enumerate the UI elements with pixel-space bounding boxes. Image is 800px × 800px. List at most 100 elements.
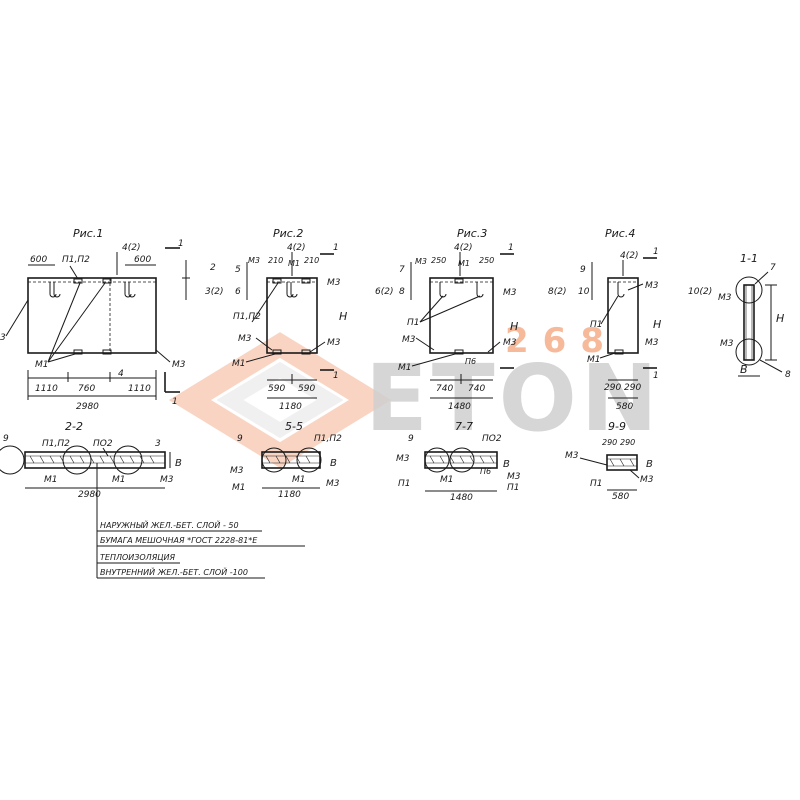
fig2-sec-5: 5 [235,265,241,275]
section-7-7-label-9: 9 [408,434,414,444]
fig3-callout-m3-top: М3 [415,257,427,266]
figure-3-title: Рис.3 [457,227,487,240]
section-5-5-label-m3-left: М3 [230,466,244,476]
fig4-sec-10-2: 10(2) [688,287,712,297]
fig3-callout-m3-left: М3 [402,335,416,345]
section-7-7-label-m3-right: М3 [507,472,521,482]
fig4-dim-580: 580 [616,402,633,412]
fig3-dim-740-left: 740 [436,384,453,394]
section-1-1-callout-b: В [740,363,748,376]
fig2-callout-m1-top: М1 [288,259,300,268]
section-2-2: 2-2 9 П1,П2 ПО2 3 В М1 М1 М3 2980 [0,420,182,500]
section-1-1-callout-8: 8 [785,370,791,380]
fig4-sec-9: 9 [580,265,586,275]
fig4-callout-m3-top: М3 [645,281,659,291]
fig1-sec-1-bottom: 1 [172,397,178,407]
section-2-2-label-9: 9 [3,434,9,444]
legend-inner-concrete-layer: ВНУТРЕННИЙ ЖЕЛ.-БЕТ. СЛОЙ -100 [100,566,248,577]
section-2-2-label-m3: М3 [160,475,174,485]
fig2-dim-590-right: 590 [298,384,315,394]
panel-3-outline [429,277,494,354]
fig2-dim-210-left: 210 [268,256,283,265]
section-9-9-dim-580: 580 [612,492,629,502]
fig1-callout-m3: М3 [172,360,186,370]
fig3-sec-8: 8 [399,287,405,297]
fig4-callout-m1: М1 [587,355,601,365]
fig3-dim-250-left: 250 [431,256,446,265]
section-9-9: 9-9 290 290 М3 П1 В М3 580 [565,420,654,502]
watermark-logo: 268 ETON [168,321,658,468]
section-9-9-title: 9-9 [608,420,626,433]
fig2-sec-h: Н [339,310,347,323]
section-1-1-callout-m3-top: М3 [718,293,732,303]
fig4-sec-h: Н [653,318,661,331]
fig2-sec-6: 6 [235,287,241,297]
fig2-callout-m3-right: М3 [327,278,341,288]
fig1-dim-760: 760 [78,384,95,394]
fig2-callout-m3-top: М3 [248,256,260,265]
fig3-callout-m3-right: М3 [503,288,517,298]
section-7-7-label-p6: П6 [480,467,491,476]
section-1-1-callout-7: 7 [770,263,776,273]
section-7-7-label-p1-right: П1 [507,483,520,493]
fig1-dim-600-right: 600 [134,255,151,265]
fig2-dim-210-right: 210 [304,256,319,265]
panel-2-outline [266,277,318,354]
figure-3: Рис.3 4(2) 1 М3 250 М1 250 7 8 8(2) М3 Н… [398,227,566,412]
section-5-5-label-9: 9 [237,434,243,444]
fig1-dim-600-left: 600 [30,255,47,265]
section-7-7-label-b: В [503,459,510,470]
section-7-7-label-po2: ПО2 [482,434,502,444]
fig2-callout-m1: М1 [232,359,246,369]
section-2-2-label-p1p2: П1,П2 [42,439,70,449]
fig4-callout-m3-bottom: М3 [645,338,659,348]
fig1-sec-4-2: 4(2) [122,243,140,253]
fig3-callout-m1: М1 [398,363,412,373]
section-2-2-label-m1-right: М1 [112,475,126,485]
fig2-sec-6-2: 6(2) [375,287,393,297]
fig3-sec-1-top: 1 [508,243,514,253]
section-2-2-label-3: 3 [155,439,161,449]
fig4-callout-p1: П1 [590,320,603,330]
layer-legend: НАРУЖНЫЙ ЖЕЛ.-БЕТ. СЛОЙ - 50 БУМАГА МЕШО… [96,463,305,579]
figure-2-title: Рис.2 [273,227,303,240]
section-9-9-label-b: В [646,459,653,470]
fig3-callout-m3-bottom: М3 [503,338,517,348]
figure-1-title: Рис.1 [73,227,103,240]
watermark-chevron-icon [168,332,392,468]
fig3-sec-4-2: 4(2) [454,243,472,253]
fig1-callout-3: 3 [0,333,6,343]
fig3-dim-250-right: 250 [479,256,494,265]
fig1-callout-m1: М1 [35,360,49,370]
section-5-5: 5-5 9 П1,П2 В М3 М1 М1 М3 1180 [230,420,342,500]
section-7-7: 7-7 9 ПО2 М3 П1 В М1 П6 М3 П1 1480 [396,420,521,503]
section-7-7-dim-1480: 1480 [450,493,473,503]
figure-section-1-1: 1-1 М3 М3 7 Н В 8 [718,252,791,380]
fig3-callout-p1: П1 [407,318,420,328]
section-1-1-callout-m3-bottom: М3 [720,339,734,349]
fig2-dim-1180: 1180 [279,402,302,412]
section-7-7-title: 7-7 [455,420,473,433]
section-2-2-label-m1-left: М1 [44,475,58,485]
fig3-sec-8-2: 8(2) [548,287,566,297]
fig4-sec-1-top: 1 [653,247,659,257]
figure-1: Рис.1 600 600 П1,П2 4(2) 1 2 3(2) 1 4 3 … [0,227,223,412]
fig1-sec-4: 4 [118,369,124,379]
fig1-dim-1110-left: 1110 [35,384,58,394]
watermark-number: 268 [505,321,618,361]
section-2-2-label-b: В [175,458,182,469]
section-5-5-label-m1-left: М1 [232,483,246,493]
fig2-sec-1-bottom: 1 [333,371,339,381]
fig3-sec-h: Н [510,320,518,333]
fig4-sec-10: 10 [578,287,590,297]
fig2-callout-m3-left: М3 [238,334,252,344]
fig1-sec-3-2: 3(2) [205,287,223,297]
section-5-5-title: 5-5 [285,420,303,433]
fig1-sec-2: 2 [210,263,216,273]
section-5-5-label-b: В [330,458,337,469]
legend-thermal-insulation: ТЕПЛОИЗОЛЯЦИЯ [100,553,175,562]
section-5-5-label-p1p2: П1,П2 [314,434,342,444]
fig2-sec-1-top: 1 [333,243,339,253]
figure-4-title: Рис.4 [605,227,635,240]
section-9-9-label-m3-left: М3 [565,451,579,461]
